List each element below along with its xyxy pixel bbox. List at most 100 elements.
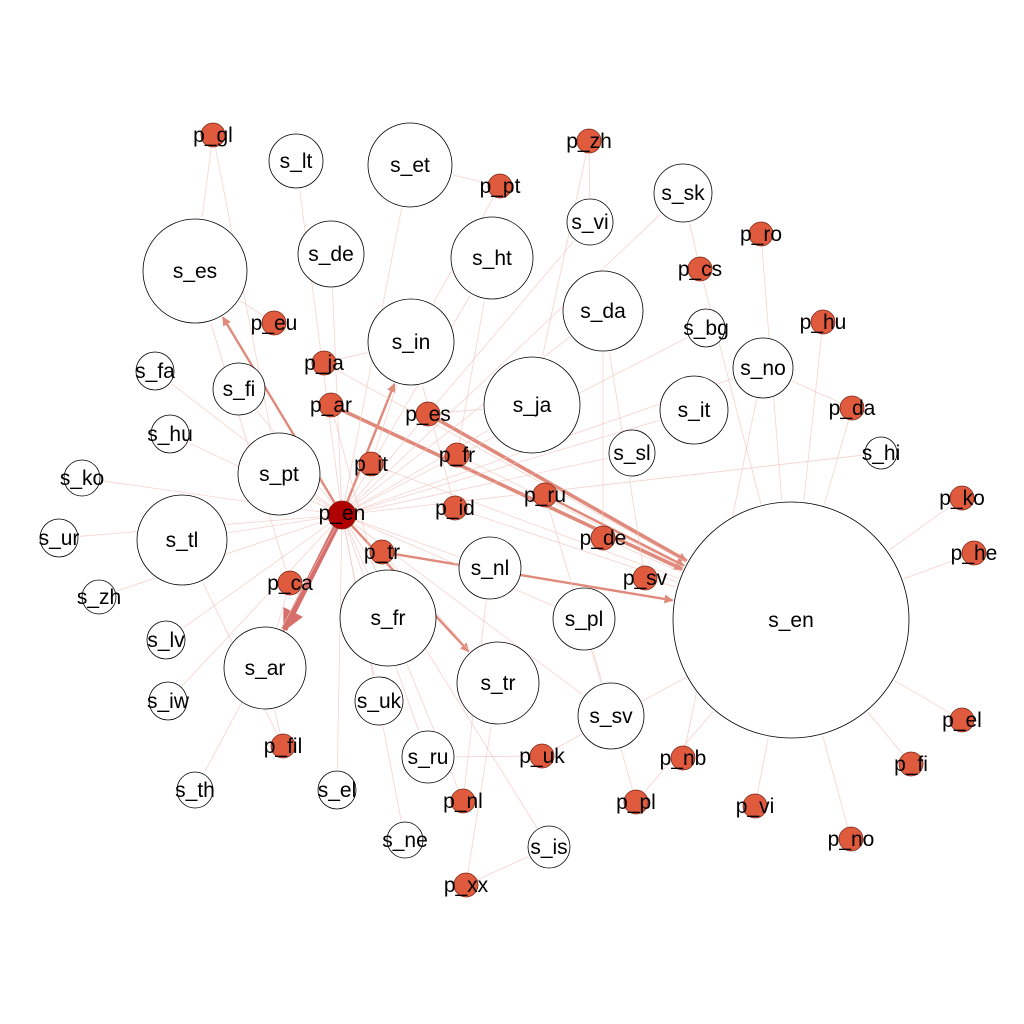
node-s_ja[interactable]: s_ja bbox=[483, 356, 581, 454]
node-s_it[interactable]: s_it bbox=[659, 375, 729, 445]
node-label-p_ro: p_ro bbox=[740, 223, 782, 246]
node-s_fa[interactable]: s_fa bbox=[135, 351, 175, 391]
node-s_ur[interactable]: s_ur bbox=[39, 518, 80, 558]
node-label-s_ur: s_ur bbox=[39, 527, 80, 550]
node-p_de[interactable]: p_de bbox=[580, 525, 627, 551]
node-p_zh[interactable]: p_zh bbox=[566, 128, 612, 154]
node-label-p_de: p_de bbox=[580, 527, 627, 550]
node-p_eu[interactable]: p_eu bbox=[251, 310, 298, 336]
node-p_sv[interactable]: p_sv bbox=[623, 565, 668, 591]
node-p_ru[interactable]: p_ru bbox=[524, 482, 566, 508]
node-p_ja[interactable]: p_ja bbox=[304, 350, 344, 376]
node-s_lv[interactable]: s_lv bbox=[146, 620, 186, 660]
node-circle-p_ro bbox=[748, 221, 774, 247]
node-s_tl[interactable]: s_tl bbox=[136, 494, 228, 586]
node-s_hi[interactable]: s_hi bbox=[862, 436, 901, 470]
node-s_vi[interactable]: s_vi bbox=[566, 198, 614, 246]
edge-p_he-s_en bbox=[903, 556, 963, 580]
node-label-s_ht: s_ht bbox=[472, 247, 512, 270]
node-s_tr[interactable]: s_tr bbox=[456, 641, 540, 725]
node-s_in[interactable]: s_in bbox=[367, 298, 455, 386]
node-circle-p_es bbox=[415, 401, 441, 427]
node-s_ht[interactable]: s_ht bbox=[450, 216, 534, 300]
node-s_sk[interactable]: s_sk bbox=[653, 163, 713, 223]
node-s_et[interactable]: s_et bbox=[367, 122, 453, 208]
node-circle-p_ca bbox=[277, 570, 303, 596]
edge-p_en-s_sl bbox=[355, 457, 608, 513]
node-s_sv[interactable]: s_sv bbox=[577, 682, 645, 750]
node-s_sl[interactable]: s_sl bbox=[608, 429, 656, 477]
node-p_vi[interactable]: p_vi bbox=[736, 793, 775, 819]
node-s_fr[interactable]: s_fr bbox=[339, 569, 437, 667]
node-s_de[interactable]: s_de bbox=[297, 220, 365, 288]
node-circle-s_no bbox=[732, 337, 794, 399]
node-s_pl[interactable]: s_pl bbox=[552, 587, 616, 651]
node-p_es[interactable]: p_es bbox=[405, 401, 451, 427]
node-label-s_th: s_th bbox=[175, 779, 215, 802]
node-p_pt[interactable]: p_pt bbox=[480, 173, 521, 199]
edge-p_es-s_ja bbox=[439, 408, 483, 414]
node-s_no[interactable]: s_no bbox=[732, 337, 794, 399]
edge-p_ar-s_en bbox=[341, 408, 684, 571]
node-s_bg[interactable]: s_bg bbox=[683, 308, 729, 348]
node-p_fr[interactable]: p_fr bbox=[439, 442, 475, 468]
node-p_hu[interactable]: p_hu bbox=[800, 309, 847, 335]
node-p_ko[interactable]: p_ko bbox=[939, 485, 985, 511]
node-p_nl[interactable]: p_nl bbox=[443, 788, 483, 814]
node-s_nl[interactable]: s_nl bbox=[458, 536, 522, 600]
node-p_it[interactable]: p_it bbox=[354, 451, 388, 477]
node-p_ca[interactable]: p_ca bbox=[267, 570, 313, 596]
node-p_en[interactable]: p_en bbox=[319, 500, 366, 530]
node-s_pt[interactable]: s_pt bbox=[237, 432, 321, 516]
node-s_hu[interactable]: s_hu bbox=[147, 414, 193, 454]
node-circle-p_he bbox=[961, 540, 987, 566]
node-s_da[interactable]: s_da bbox=[562, 270, 644, 352]
node-p_cs[interactable]: p_cs bbox=[678, 256, 722, 282]
node-label-s_no: s_no bbox=[740, 357, 786, 380]
node-s_iw[interactable]: s_iw bbox=[147, 681, 190, 721]
node-circle-s_ko bbox=[63, 459, 101, 497]
node-s_ar[interactable]: s_ar bbox=[223, 626, 307, 710]
node-label-s_ko: s_ko bbox=[60, 467, 104, 490]
node-label-s_lt: s_lt bbox=[280, 150, 313, 173]
node-s_is[interactable]: s_is bbox=[527, 825, 571, 869]
node-s_ne[interactable]: s_ne bbox=[382, 821, 428, 859]
node-p_da[interactable]: p_da bbox=[829, 395, 876, 421]
node-label-s_hi: s_hi bbox=[862, 442, 901, 465]
node-circle-p_fr bbox=[444, 442, 470, 468]
node-p_he[interactable]: p_he bbox=[951, 540, 998, 566]
node-circle-s_is bbox=[527, 825, 571, 869]
node-p_no[interactable]: p_no bbox=[828, 826, 875, 852]
node-circle-s_et bbox=[367, 122, 453, 208]
node-p_gl[interactable]: p_gl bbox=[193, 122, 233, 148]
node-label-s_in: s_in bbox=[392, 331, 431, 354]
node-p_id[interactable]: p_id bbox=[435, 495, 475, 521]
node-p_ar[interactable]: p_ar bbox=[310, 392, 352, 418]
node-p_el[interactable]: p_el bbox=[942, 707, 982, 733]
node-p_tr[interactable]: p_tr bbox=[364, 539, 400, 565]
node-p_nb[interactable]: p_nb bbox=[660, 745, 707, 771]
node-p_pl[interactable]: p_pl bbox=[616, 789, 656, 815]
node-s_th[interactable]: s_th bbox=[175, 771, 215, 809]
node-s_el[interactable]: s_el bbox=[317, 770, 357, 810]
node-circle-s_th bbox=[176, 771, 214, 809]
edge-p_en-s_nl bbox=[355, 519, 460, 558]
node-s_ko[interactable]: s_ko bbox=[60, 459, 104, 497]
node-p_uk[interactable]: p_uk bbox=[519, 743, 565, 769]
node-s_en[interactable]: s_en bbox=[672, 501, 910, 739]
node-p_ro[interactable]: p_ro bbox=[740, 221, 782, 247]
node-s_uk[interactable]: s_uk bbox=[354, 676, 404, 726]
node-circle-s_ja bbox=[483, 356, 581, 454]
node-s_lt[interactable]: s_lt bbox=[268, 133, 324, 189]
node-circle-s_es bbox=[142, 218, 248, 324]
node-s_ru[interactable]: s_ru bbox=[401, 730, 455, 784]
node-p_fil[interactable]: p_fil bbox=[264, 733, 303, 759]
node-s_es[interactable]: s_es bbox=[142, 218, 248, 324]
node-s_zh[interactable]: s_zh bbox=[77, 579, 121, 615]
edge-p_de-s_en bbox=[613, 542, 682, 573]
node-circle-s_da bbox=[562, 270, 644, 352]
node-s_fi[interactable]: s_fi bbox=[212, 362, 266, 416]
node-circle-s_sk bbox=[653, 163, 713, 223]
node-p_fi[interactable]: p_fi bbox=[894, 751, 928, 777]
node-p_xx[interactable]: p_xx bbox=[444, 872, 489, 898]
